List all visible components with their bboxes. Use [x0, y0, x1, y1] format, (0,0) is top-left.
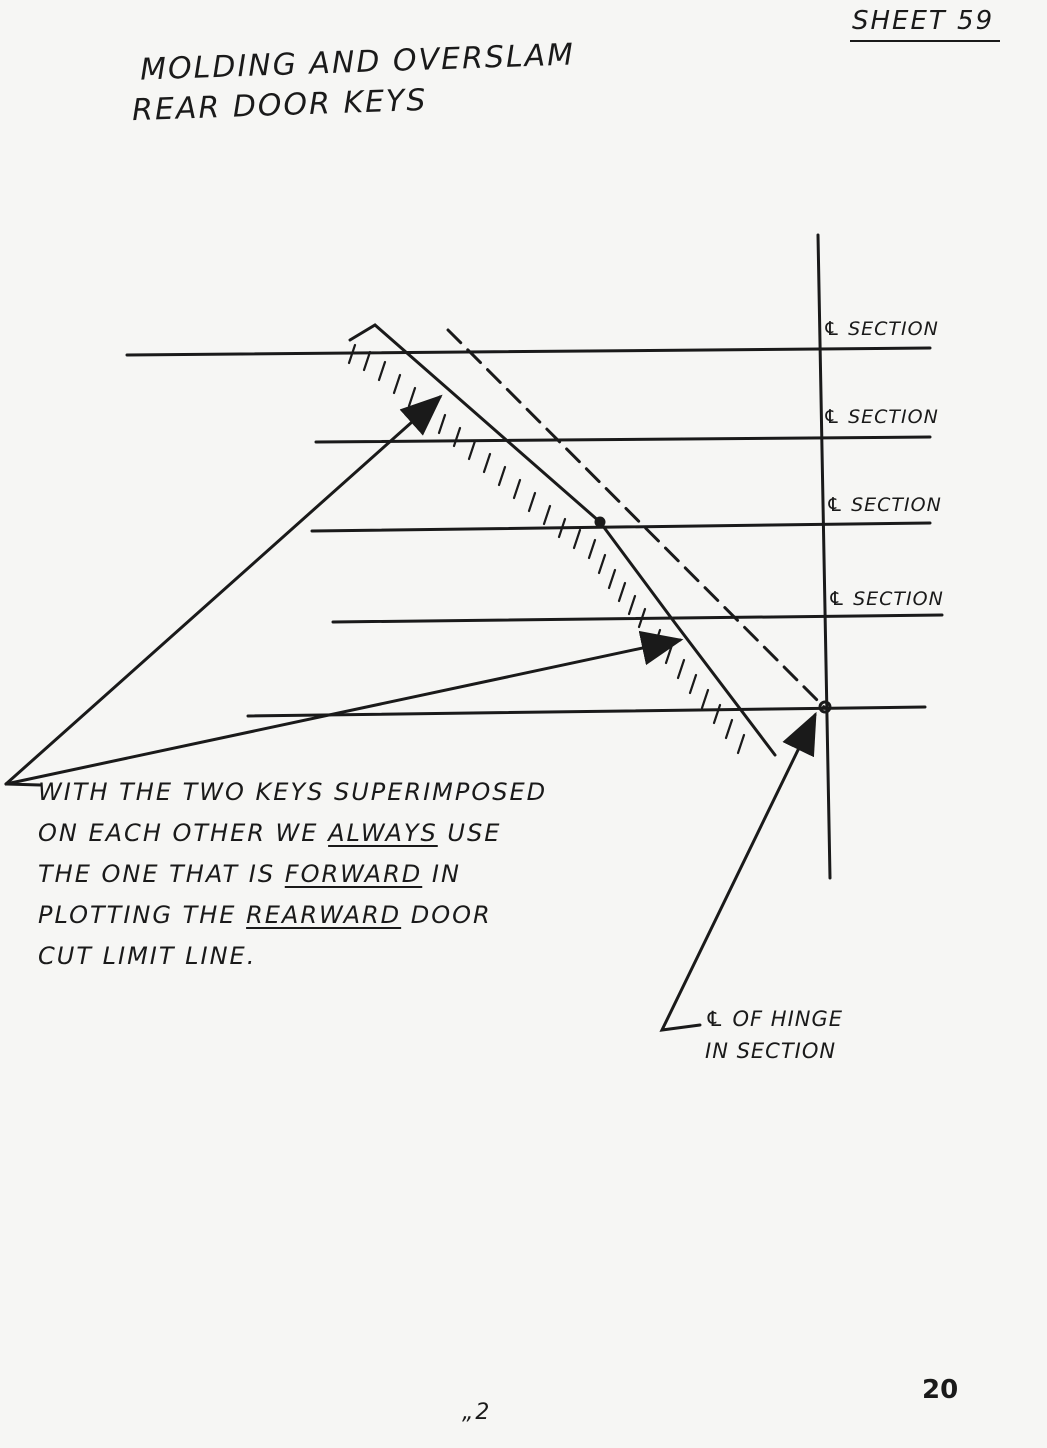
section-line-1: [125, 346, 932, 357]
hinge-note-line-1: ℄ OF HINGE: [705, 1007, 844, 1031]
superimposed-keys-note: WITH THE TWO KEYS SUPERIMPOSED ON EACH O…: [38, 772, 678, 977]
section-label-3: ℄ SECTION: [826, 494, 942, 516]
note-text: DOOR: [410, 901, 492, 929]
note-emphasis-rearward: REARWARD: [246, 901, 402, 929]
hinge-note-line-2: IN SECTION: [705, 1039, 837, 1063]
key-hatching: [347, 343, 746, 755]
sheet-underline: [850, 40, 1000, 42]
note-line-1: WITH THE TWO KEYS SUPERIMPOSED: [38, 778, 548, 806]
leader-stub: [4, 782, 42, 787]
note-text: IN: [431, 860, 461, 888]
section-label-2: ℄ SECTION: [823, 406, 939, 428]
note-text: PLOTTING THE: [38, 901, 237, 929]
section-line-4: [331, 613, 944, 624]
section-label-1: ℄ SECTION: [823, 318, 939, 340]
note-text: THE ONE THAT IS: [38, 860, 276, 888]
hinge-point: [818, 700, 832, 714]
dashed-key-line: [446, 328, 827, 710]
section-line-5: [246, 705, 927, 718]
sheet-number-label: SHEET 59: [852, 6, 995, 36]
leader-arrow-upper: [4, 394, 443, 786]
hinge-vertical-line: [816, 233, 832, 880]
hinge-note: ℄ OF HINGE IN SECTION: [705, 1003, 935, 1067]
section-line-3: [310, 521, 932, 533]
note-line-5: CUT LIMIT LINE.: [38, 942, 257, 970]
key-point-upper: [594, 516, 606, 528]
note-emphasis-forward: FORWARD: [284, 860, 423, 888]
bottom-mark: „2: [462, 1400, 492, 1425]
note-emphasis-always: ALWAYS: [328, 819, 438, 847]
hinge-leader-arrow: [659, 711, 817, 1032]
section-line-2: [314, 435, 932, 444]
note-text: ON EACH OTHER WE: [38, 819, 319, 847]
section-label-4: ℄ SECTION: [828, 588, 944, 610]
page-number: 20: [922, 1375, 959, 1405]
leader-arrow-lower: [4, 630, 684, 786]
note-text: USE: [447, 819, 502, 847]
